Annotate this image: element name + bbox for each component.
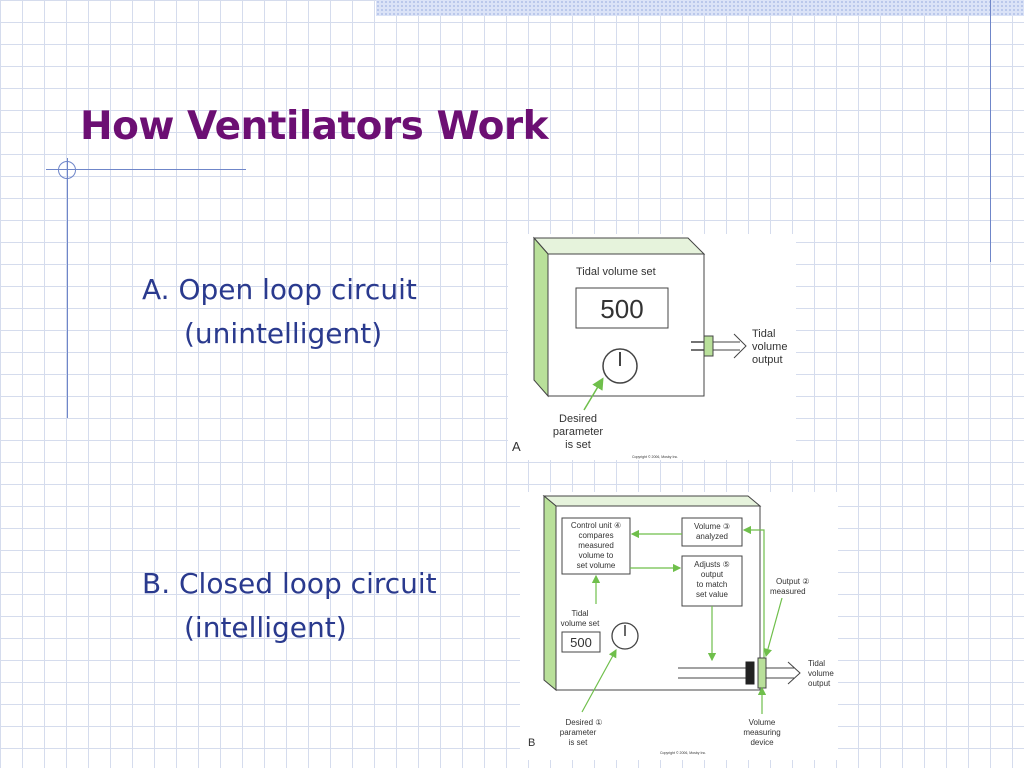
device-label-2: measuring [743, 728, 780, 737]
adjusts-label-1: Adjusts ⑤ [694, 560, 730, 569]
title-underline [46, 169, 246, 170]
slide-title: How Ventilators Work [80, 104, 549, 149]
device-label-1: Volume [749, 718, 776, 727]
output-label-3: output [752, 354, 783, 366]
control-unit-box [561, 517, 631, 575]
output-measured-label-1: Output ② [776, 577, 809, 586]
adjusts-label-3: to match [697, 580, 728, 589]
copyright-b: Copyright © 2006, Mosby Inc. [660, 751, 706, 755]
arrow-feedback-loop [742, 525, 765, 662]
bullet-open-loop: A. Open loop circuit (unintelligent) [142, 268, 417, 356]
copyright-a: Copyright © 2006, Mosby Inc. [632, 455, 678, 459]
input-label-2: parameter [560, 728, 597, 737]
volume-analyzed-label-1: Volume ③ [694, 522, 730, 531]
bullet-closed-loop: B. Closed loop circuit (intelligent) [142, 562, 437, 650]
box-top-face [542, 495, 762, 507]
display-value: 500 [600, 294, 643, 324]
output-label-1: Tidal [808, 659, 825, 668]
box-side-face [543, 494, 557, 692]
output-label-3: output [808, 679, 831, 688]
control-unit-label-1: Control unit ④ [571, 521, 621, 530]
output-arrow-icon [787, 661, 801, 685]
panel-label-a: A [512, 439, 521, 454]
control-unit-label-2: compares [578, 531, 613, 540]
measuring-device [745, 661, 755, 685]
accent-circle [58, 161, 76, 179]
left-accent-line [67, 158, 68, 418]
bullet-closed-loop-line2: (intelligent) [184, 611, 347, 644]
input-label-3: is set [569, 738, 588, 747]
display-value: 500 [570, 635, 592, 650]
input-label-1: Desired ① [566, 718, 603, 727]
output-label-2: volume [808, 669, 834, 678]
figure-open-loop: Tidal volume set 500 Tidal volume output… [508, 234, 796, 460]
adjusts-label-2: output [701, 570, 724, 579]
display-box [575, 287, 669, 329]
output-label-1: Tidal [752, 328, 775, 340]
input-arrow-icon [583, 377, 604, 411]
input-label-1: Desired [559, 413, 597, 425]
control-unit-label-4: volume to [579, 551, 614, 560]
volume-analyzed-label-2: analyzed [696, 532, 728, 541]
figure-closed-loop: Control unit ④ compares measured volume … [520, 492, 838, 760]
bullet-closed-loop-line1: B. Closed loop circuit [142, 567, 437, 600]
device-label-3: device [750, 738, 774, 747]
outlet-connector [757, 657, 767, 689]
tidal-set-label-1: Tidal [571, 609, 588, 618]
top-decorative-band [376, 0, 1024, 16]
box-side-face [533, 236, 549, 398]
bullet-open-loop-line1: A. Open loop circuit [142, 273, 417, 306]
control-unit-label-3: measured [578, 541, 614, 550]
arrow-desired-input [581, 648, 617, 713]
output-arrow-icon [733, 333, 747, 359]
bullet-open-loop-line2: (unintelligent) [184, 317, 383, 350]
input-label-3: is set [565, 439, 591, 451]
tidal-volume-set-label: Tidal volume set [576, 266, 656, 278]
volume-analyzed-box [681, 517, 743, 547]
control-unit-label-5: set volume [577, 561, 616, 570]
right-accent-line [990, 0, 991, 262]
input-label-2: parameter [553, 426, 603, 438]
arrow-output-measured [763, 597, 783, 658]
adjusts-box [681, 555, 743, 607]
display-box [561, 631, 601, 653]
outlet-connector [703, 335, 714, 357]
output-measured-label-2: measured [770, 587, 806, 596]
adjusts-label-4: set value [696, 590, 729, 599]
output-label-2: volume [752, 341, 787, 353]
panel-label-b: B [528, 737, 535, 749]
tidal-set-label-2: volume set [561, 619, 600, 628]
box-top-face [532, 237, 706, 255]
